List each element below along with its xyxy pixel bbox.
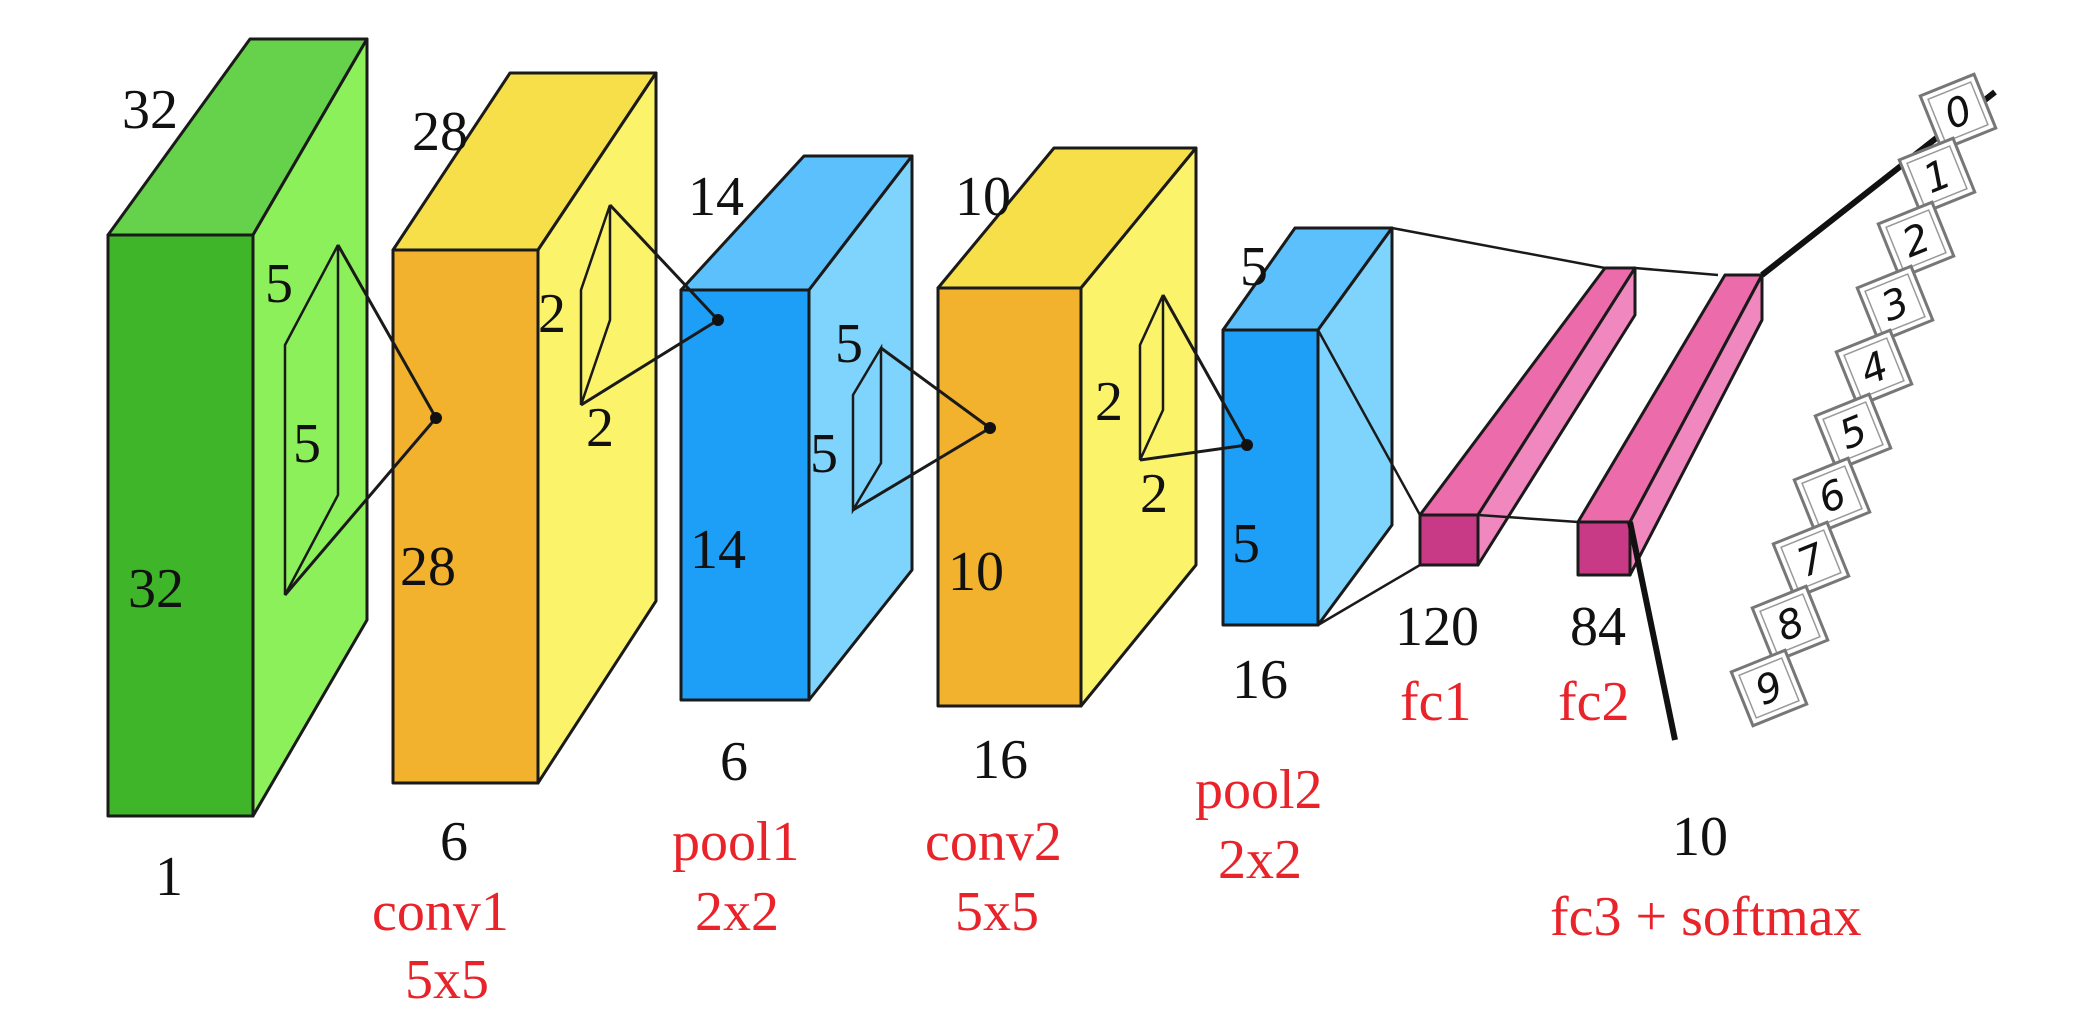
conv2-channels-label: 16 <box>972 729 1028 791</box>
output-digit-box: 0 <box>1918 72 1998 152</box>
input-volume <box>106 37 369 818</box>
conv1-to-pool1-connection <box>580 203 724 407</box>
input-channels-label: 1 <box>155 846 183 908</box>
fc1-units-label: 120 <box>1395 596 1479 658</box>
conv2-pool-h-label: 2 <box>1140 463 1168 525</box>
pool1-height-label: 14 <box>690 519 746 581</box>
pool1-name-label: pool1 <box>672 811 800 873</box>
conv2-pool-window <box>1138 294 1165 461</box>
input-kernel-h-label: 5 <box>293 413 321 475</box>
fc1-layer <box>1418 266 1637 567</box>
conv1-height-label: 28 <box>400 536 456 598</box>
pool1-to-conv2-connection <box>852 346 996 512</box>
conv2-volume <box>936 146 1198 708</box>
pool1-volume <box>679 154 914 702</box>
conv1-pool-window <box>579 204 612 406</box>
fc1-name-label: fc1 <box>1400 671 1472 733</box>
conv1-top-label: 28 <box>412 101 468 163</box>
output-digit-box: 5 <box>1813 392 1893 472</box>
conv1-pool-h-label: 2 <box>586 397 614 459</box>
conv1-channels-label: 6 <box>440 811 468 873</box>
pool2-channels-label: 16 <box>1232 649 1288 711</box>
pool1-channels-label: 6 <box>720 731 748 793</box>
pool2-name-label: pool2 <box>1195 759 1323 821</box>
pool1-kernel-w-label: 5 <box>835 313 863 375</box>
conv2-pool-w-label: 2 <box>1095 371 1123 433</box>
pool2-top-label: 5 <box>1240 236 1268 298</box>
input-kernel-window <box>283 244 340 596</box>
output-digit-box: 8 <box>1750 584 1830 664</box>
conv1-kernel-label: 5x5 <box>405 949 489 1011</box>
pool2-volume <box>1221 226 1394 627</box>
output-digit-box: 4 <box>1834 328 1914 408</box>
conv2-top-label: 10 <box>955 166 1011 228</box>
input-top-label: 32 <box>122 79 178 141</box>
output-digit-box: 9 <box>1729 648 1809 728</box>
output-digit-box: 6 <box>1792 456 1872 536</box>
pool1-kernel-window <box>851 343 883 515</box>
fc1-front <box>1418 513 1480 567</box>
conv2-kernel-label: 5x5 <box>955 881 1039 943</box>
conv1-name-label: conv1 <box>372 881 509 943</box>
conv1-pool-w-label: 2 <box>538 283 566 345</box>
conv2-volume-front <box>936 286 1083 708</box>
pool1-top-label: 14 <box>688 166 744 228</box>
conv2-name-label: conv2 <box>925 811 1062 873</box>
fc1-to-fc2-connection <box>1477 266 1719 524</box>
output-digit-box: 1 <box>1897 136 1977 216</box>
pool2-height-label: 5 <box>1232 513 1260 575</box>
output-digit-box: 3 <box>1855 264 1935 344</box>
input-kernel-w-label: 5 <box>265 253 293 315</box>
fc2-units-label: 84 <box>1570 596 1626 658</box>
fc3-name-label: fc3 + softmax <box>1550 886 1862 948</box>
input-to-conv1-connection <box>283 244 442 596</box>
conv2-to-pool2-connection <box>1139 294 1253 462</box>
pool1-volume-front <box>679 288 811 702</box>
fc2-front <box>1576 520 1632 577</box>
pool2-size-label: 2x2 <box>1218 829 1302 891</box>
conv1-volume <box>391 71 658 785</box>
pool1-kernel-h-label: 5 <box>810 423 838 485</box>
conv1-volume-front <box>391 248 540 785</box>
conv2-height-label: 10 <box>948 541 1004 603</box>
input-height-label: 32 <box>128 558 184 620</box>
pool1-size-label: 2x2 <box>695 881 779 943</box>
output-digit-box: 7 <box>1771 520 1851 600</box>
input-volume-front <box>106 233 255 818</box>
pool2-volume-front <box>1221 328 1320 627</box>
pool2-to-fc1-connection <box>1316 226 1606 627</box>
output-digit-box: 2 <box>1876 200 1956 280</box>
fc3-units-label: 10 <box>1672 806 1728 868</box>
fc2-name-label: fc2 <box>1558 671 1630 733</box>
